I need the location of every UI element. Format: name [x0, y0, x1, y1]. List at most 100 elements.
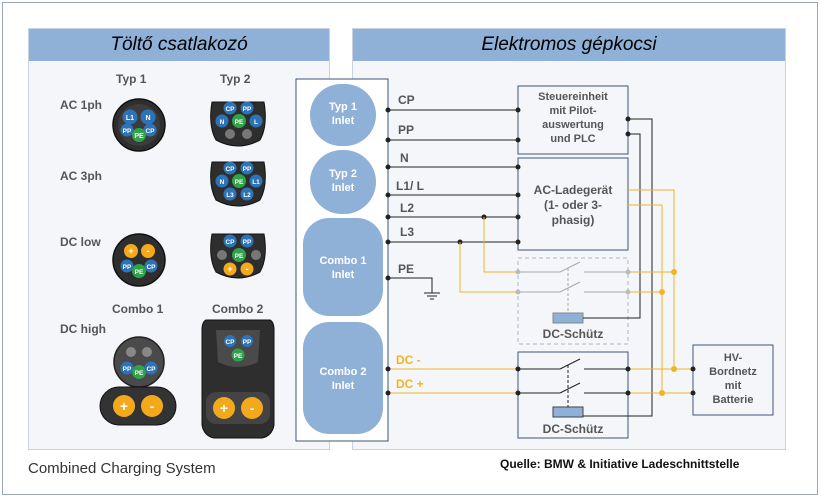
ac-charger-line2: (1- oder 3-	[544, 198, 602, 212]
pin-label: L3	[226, 192, 234, 199]
pin-label: +	[227, 264, 232, 274]
inlet-typ1	[310, 84, 376, 146]
pin-label: PP	[243, 339, 252, 346]
pin-label: N	[145, 115, 150, 122]
dc-contactor-2-label: DC-Schütz	[543, 422, 604, 436]
connector-typ2-ac3: CP PP N PE L1 L3 L2	[210, 161, 266, 207]
row-label-dclow: DC low	[60, 235, 101, 249]
pin-label: -	[147, 246, 150, 256]
dc-wires	[388, 189, 693, 394]
pin-label: PE	[235, 119, 244, 126]
pin-label: PE	[234, 353, 243, 360]
signal-label-cp: CP	[398, 93, 415, 107]
row-label-dchigh: DC high	[60, 322, 106, 336]
pin-label: N	[220, 179, 225, 186]
inlet-typ1-line2: Inlet	[332, 115, 355, 127]
hv-battery-line4: Batterie	[713, 394, 754, 406]
inlet-combo2-line2: Inlet	[332, 380, 355, 392]
pin-label: N	[220, 119, 225, 126]
signal-label-dc-plus: DC +	[396, 377, 424, 391]
pin-label: PE	[135, 370, 144, 377]
pin-label: L	[254, 119, 258, 126]
pin-label: PE	[135, 269, 144, 276]
signal-label-dc-minus: DC -	[396, 353, 421, 367]
contactor-1-terminals	[515, 269, 631, 295]
contactor-coil-1	[552, 312, 584, 324]
ac-charger-box	[517, 157, 629, 251]
pin-label: PP	[243, 166, 252, 173]
pin-label: -	[250, 400, 255, 416]
pin-label: PP	[123, 128, 132, 135]
pin-label: CP	[225, 339, 235, 346]
contactor-1-switches	[518, 261, 628, 313]
pin-label: PE	[235, 179, 244, 186]
col-label-combo1: Combo 1	[112, 302, 164, 316]
footer-left: Combined Charging System	[28, 460, 216, 477]
footer-right: Quelle: BMW & Initiative Ladeschnittstel…	[500, 457, 740, 471]
contactor-coil-2	[552, 406, 584, 418]
pin-label: L1	[126, 115, 134, 122]
control-unit-line2: mit Pilot-	[549, 105, 596, 117]
pin-label: PE	[235, 253, 244, 260]
pin-label: PP	[123, 264, 132, 271]
left-title: Töltő csatlakozó	[29, 29, 329, 61]
pin-label: PP	[243, 106, 252, 113]
wire-junctions	[385, 107, 631, 281]
pin-label: PP	[123, 366, 132, 373]
pin-label: CP	[225, 106, 235, 113]
connector-combo1: PP PE CP + -	[99, 336, 177, 426]
pin-label: +	[120, 398, 128, 414]
connector-combo2: CP PP PE + -	[201, 319, 275, 439]
pin-label: L1	[252, 179, 260, 186]
signal-label-l3: L3	[400, 225, 414, 239]
control-unit-line3: auswertung	[542, 119, 604, 131]
pin-label: PP	[243, 239, 252, 246]
connector-typ2-ac1: CP PP N PE L	[210, 101, 266, 147]
pin-label: L2	[243, 192, 251, 199]
ac-charger-line3: phasig)	[552, 213, 595, 227]
pin-label: +	[220, 400, 228, 416]
inlet-typ2-line2: Inlet	[332, 182, 355, 194]
signal-label-l2: L2	[400, 201, 414, 215]
connector-typ2-dc: CP PP PE + -	[210, 233, 266, 279]
pin-label: PE	[134, 133, 144, 140]
signal-label-l1: L1/ L	[396, 179, 424, 193]
control-unit-line4: und PLC	[550, 133, 595, 145]
control-unit-line1: Steuereinheit	[538, 91, 608, 103]
col-label-combo2: Combo 2	[212, 302, 264, 316]
row-label-ac1: AC 1ph	[60, 98, 102, 112]
inlet-combo1-line1: Combo 1	[319, 255, 366, 267]
inlet-typ1-line1: Typ 1	[329, 101, 357, 113]
connector-typ1-dc: + - PP PE CP	[112, 233, 166, 287]
control-unit-box	[517, 85, 629, 155]
signal-label-n: N	[400, 151, 409, 165]
col-label-typ2: Typ 2	[220, 72, 251, 86]
ac-charger-line1: AC-Ladegerät	[534, 183, 613, 197]
inlet-typ2-line1: Typ 2	[329, 168, 357, 180]
hv-battery-line1: HV-	[724, 352, 743, 364]
contactor-2-switches	[518, 358, 628, 407]
hv-battery-box	[692, 344, 774, 416]
pin-label: CP	[145, 128, 155, 135]
signal-label-pe: PE	[398, 262, 414, 276]
hv-battery-line3: mit	[725, 380, 742, 392]
dc-contactor-1-label: DC-Schütz	[543, 327, 604, 341]
inlet-combo2	[303, 322, 383, 434]
inlet-combo1-line2: Inlet	[332, 269, 355, 281]
pin-label: CP	[225, 239, 235, 246]
inlet-typ2	[310, 150, 376, 214]
pin-label: +	[128, 246, 133, 256]
col-label-typ1: Typ 1	[116, 72, 147, 86]
pin-label: -	[246, 264, 249, 274]
signal-label-pp: PP	[398, 123, 414, 137]
inlet-combo2-line1: Combo 2	[319, 366, 366, 378]
signal-wires	[388, 109, 653, 417]
connector-typ1-ac: L1 N CP PP PE	[112, 98, 166, 152]
dc-junctions	[659, 269, 677, 396]
left-panel	[28, 28, 330, 450]
right-title: Elektromos gépkocsi	[353, 29, 785, 61]
row-label-ac3: AC 3ph	[60, 169, 102, 183]
dc-contactor-box-2	[517, 351, 629, 439]
